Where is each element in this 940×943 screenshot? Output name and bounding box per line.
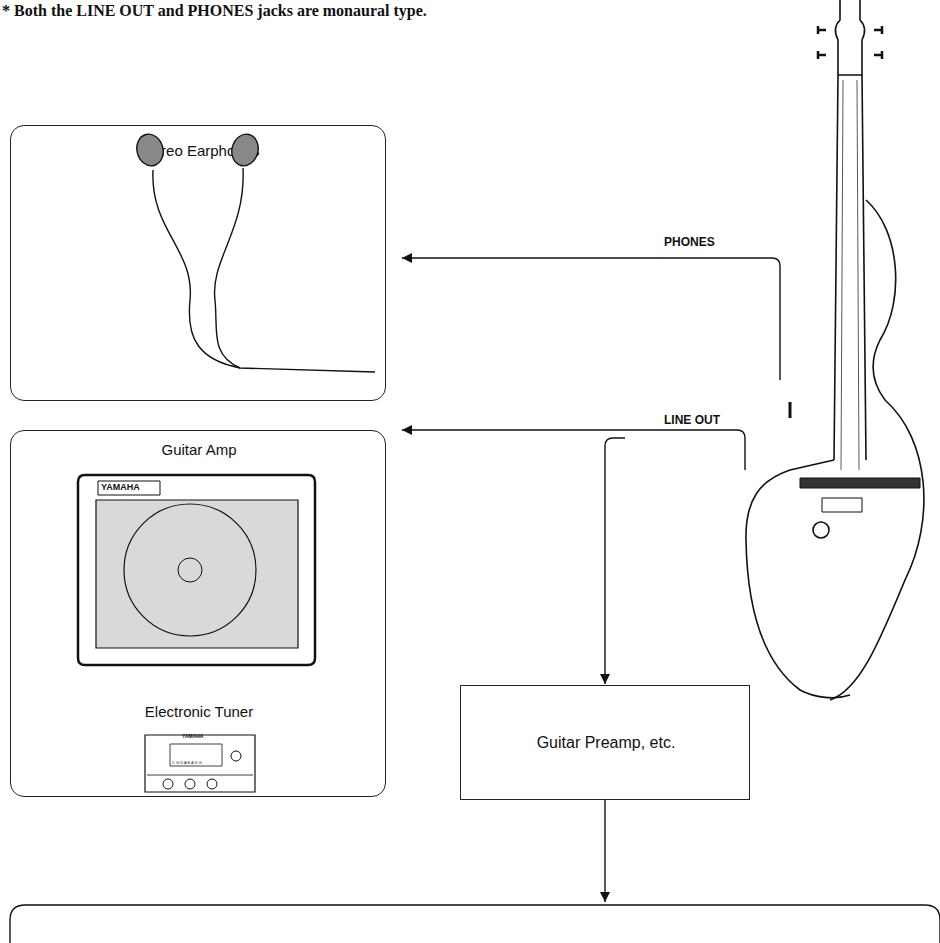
violin-lower-body [746, 460, 850, 698]
phones-wire [402, 258, 780, 380]
amp-cabinet [78, 475, 315, 665]
violin-body-outline [830, 200, 924, 700]
violin-neck [834, 75, 866, 460]
tuner-button [207, 779, 217, 789]
tuner-scale: C G D A E A D G [172, 760, 202, 765]
violin-peg [818, 51, 826, 59]
tuner-button [185, 779, 195, 789]
amp-speaker [124, 504, 256, 636]
node-title: Guitar Amp [11, 441, 387, 458]
violin-bridge [800, 478, 920, 488]
violin-peg [818, 26, 826, 34]
amp-grille [96, 500, 298, 648]
violin-scroll [835, 0, 864, 75]
tuner-display [170, 744, 222, 766]
earbud [228, 131, 261, 169]
brand-logo: YAMAHA [182, 733, 203, 739]
volume-knob [813, 522, 829, 538]
node-title: Guitar Preamp, etc. [461, 734, 751, 752]
node-title: Stereo Earphones [11, 142, 387, 159]
tuner-body [145, 735, 255, 792]
line-out-wire [402, 430, 745, 470]
output-device-box [10, 905, 940, 943]
line-out-branch-wire [605, 438, 625, 684]
jack-label: PHONES [664, 235, 715, 249]
tuner-divider [147, 775, 253, 776]
amp-logo-plate [98, 481, 160, 495]
tuner-mic [231, 751, 241, 761]
amp-speaker-cap [178, 558, 202, 582]
device-group-box: Guitar AmpElectronic Tuner [10, 430, 386, 797]
tuner-button [163, 779, 173, 789]
note-text: * Both the LINE OUT and PHONES jacks are… [2, 2, 427, 20]
violin-peg [874, 51, 882, 59]
jack-label: LINE OUT [664, 413, 720, 427]
violin-fine-tuners [822, 498, 862, 512]
earphone-cord [153, 170, 375, 372]
violin-peg [874, 26, 882, 34]
brand-logo: YAMAHA [101, 482, 140, 492]
violin-strings [841, 80, 859, 470]
violin-jack [789, 402, 792, 418]
preamp-output-wire [604, 800, 605, 902]
device-group-box: Stereo Earphones [10, 125, 386, 401]
process-box: Guitar Preamp, etc. [460, 685, 750, 800]
node-title: Electronic Tuner [11, 703, 387, 720]
earbud [133, 131, 166, 169]
earphone-cord [215, 168, 244, 368]
